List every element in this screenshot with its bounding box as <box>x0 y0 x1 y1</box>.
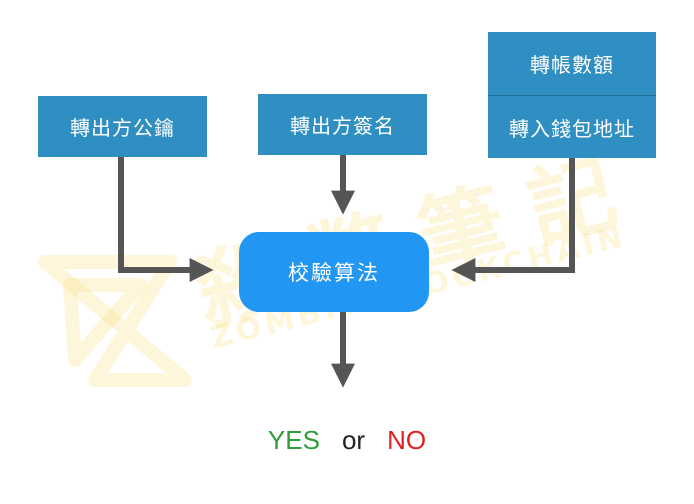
sender-signature-box: 轉出方簽名 <box>258 94 427 155</box>
result-no: NO <box>387 425 427 455</box>
verification-algorithm-box: 校驗算法 <box>239 232 429 312</box>
sender-public-key-box: 轉出方公鑰 <box>38 96 207 157</box>
arrow-right-box-to-verify <box>451 158 575 282</box>
transfer-amount-cell: 轉帳數額 <box>488 32 656 96</box>
arrow-pubkey-to-verify <box>118 157 214 282</box>
transfer-info-box: 轉帳數額 轉入錢包地址 <box>488 32 656 158</box>
verification-result: YES or NO <box>0 425 694 456</box>
result-or: or <box>341 425 366 455</box>
result-yes: YES <box>267 425 320 455</box>
recipient-wallet-address-cell: 轉入錢包地址 <box>509 117 635 141</box>
